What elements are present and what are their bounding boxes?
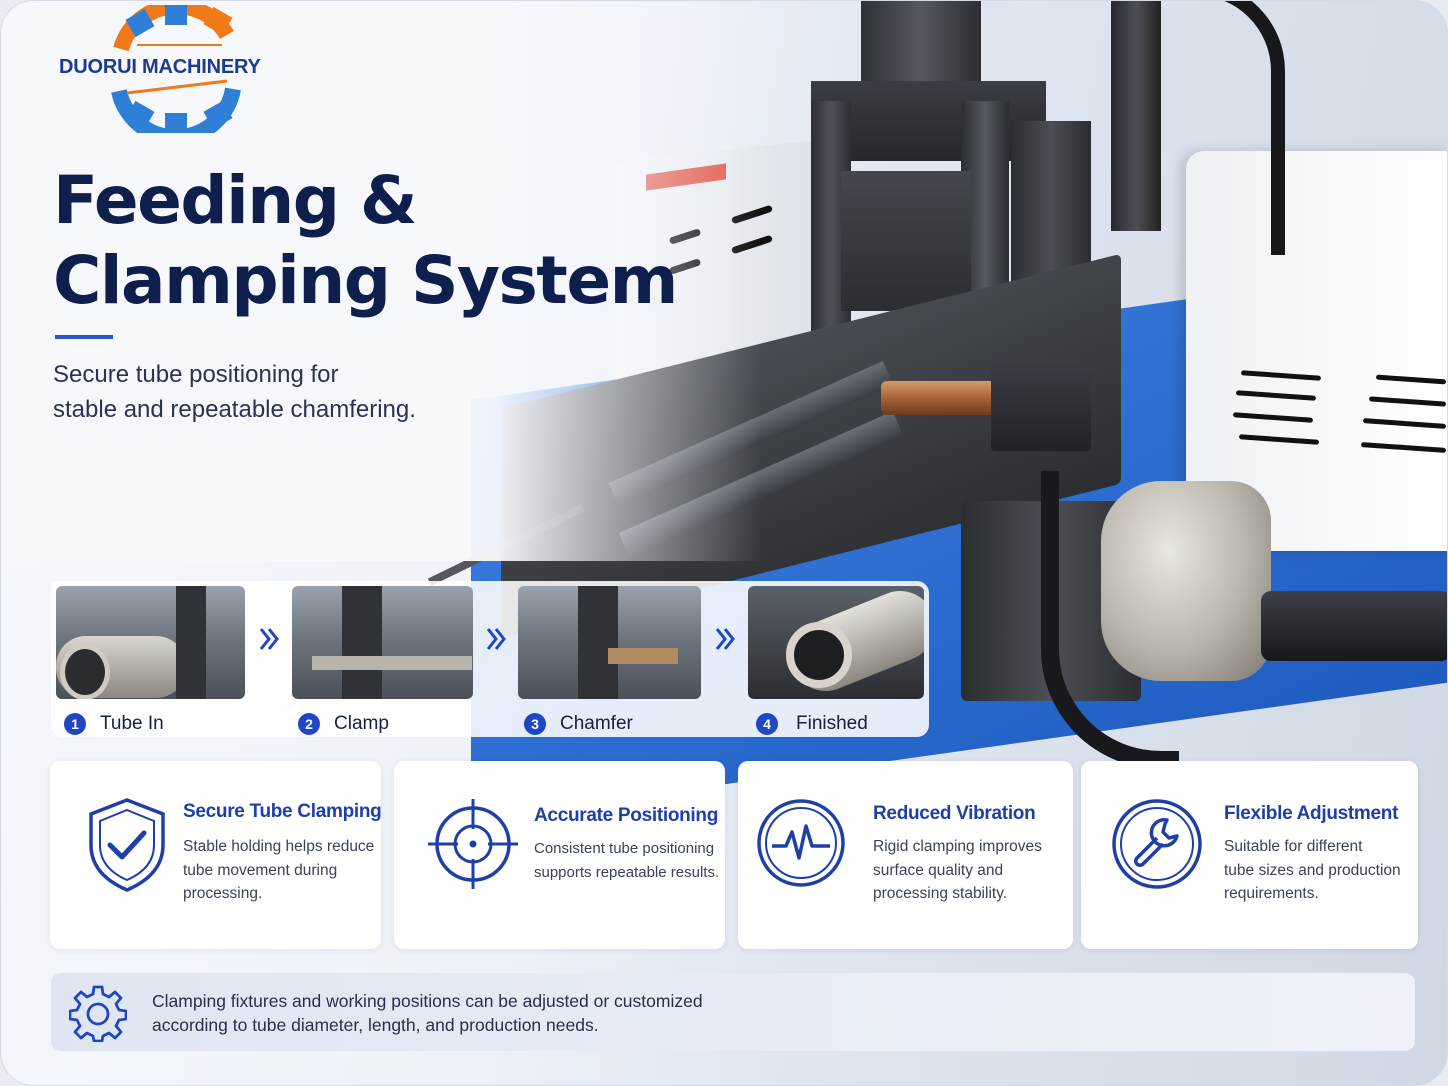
feature-description: Suitable for different tube sizes and pr… (1224, 838, 1401, 902)
customization-note: Clamping fixtures and working positions … (51, 973, 1415, 1051)
note-text: Clamping fixtures and working positions … (152, 991, 703, 1035)
step-number: 4 (756, 713, 778, 735)
page-title: Feeding & Clamping System (53, 161, 678, 321)
subtitle-line-2: stable and repeatable chamfering. (53, 396, 416, 423)
step-number: 3 (524, 713, 546, 735)
title-divider (55, 335, 113, 339)
step-number: 1 (64, 713, 86, 735)
step-label: 2 Clamp (298, 713, 389, 735)
feature-card-accurate-positioning: Accurate Positioning Consistent tube pos… (394, 761, 725, 949)
step-label: 3 Chamfer (524, 713, 633, 735)
feature-card-secure-clamping: Secure Tube Clamping Stable holding help… (50, 761, 382, 949)
shield-check-icon (89, 798, 165, 892)
step-image-chamfer (518, 586, 701, 699)
chevron-double-right-icon (259, 628, 279, 650)
feature-title: Accurate Positioning (534, 805, 719, 826)
feature-description: Rigid clamping improves surface quality … (873, 838, 1042, 902)
step-number: 2 (298, 713, 320, 735)
step-text: Finished (796, 713, 868, 734)
wrench-icon (1112, 799, 1202, 889)
gear-icon (69, 985, 127, 1042)
title-line-2: Clamping System (53, 242, 678, 319)
step-text: Chamfer (560, 713, 633, 734)
chevron-double-right-icon (715, 628, 735, 650)
brand-logo: DUORUI MACHINERY (57, 1, 293, 146)
vibration-pulse-icon (757, 799, 845, 887)
brand-name: DUORUI MACHINERY (59, 56, 261, 78)
step-label: 4 Finished (756, 713, 868, 735)
gear-logo-icon (111, 1, 241, 146)
step-label: 1 Tube In (64, 713, 164, 735)
process-steps: 1 Tube In 2 Clamp (51, 581, 929, 737)
feature-title: Flexible Adjustment (1224, 803, 1399, 824)
subtitle-line-1: Secure tube positioning for (53, 361, 339, 388)
feature-title: Reduced Vibration (873, 803, 1036, 824)
step-image-finished (748, 586, 924, 699)
step-image-tube-in (56, 586, 245, 699)
step-text: Clamp (334, 713, 389, 734)
title-line-1: Feeding & (53, 162, 418, 239)
step-text: Tube In (100, 713, 164, 734)
page-subtitle: Secure tube positioning for stable and r… (53, 357, 493, 427)
feature-title: Secure Tube Clamping (183, 801, 382, 822)
feature-card-flexible-adjustment: Flexible Adjustment Suitable for differe… (1081, 761, 1418, 949)
feature-description: Consistent tube positioning supports rep… (534, 840, 720, 881)
feature-description: Stable holding helps reduce tube movemen… (183, 838, 375, 902)
crosshair-target-icon (428, 799, 518, 889)
chevron-double-right-icon (486, 628, 506, 650)
step-image-clamp (292, 586, 473, 699)
feature-card-reduced-vibration: Reduced Vibration Rigid clamping improve… (738, 761, 1073, 949)
